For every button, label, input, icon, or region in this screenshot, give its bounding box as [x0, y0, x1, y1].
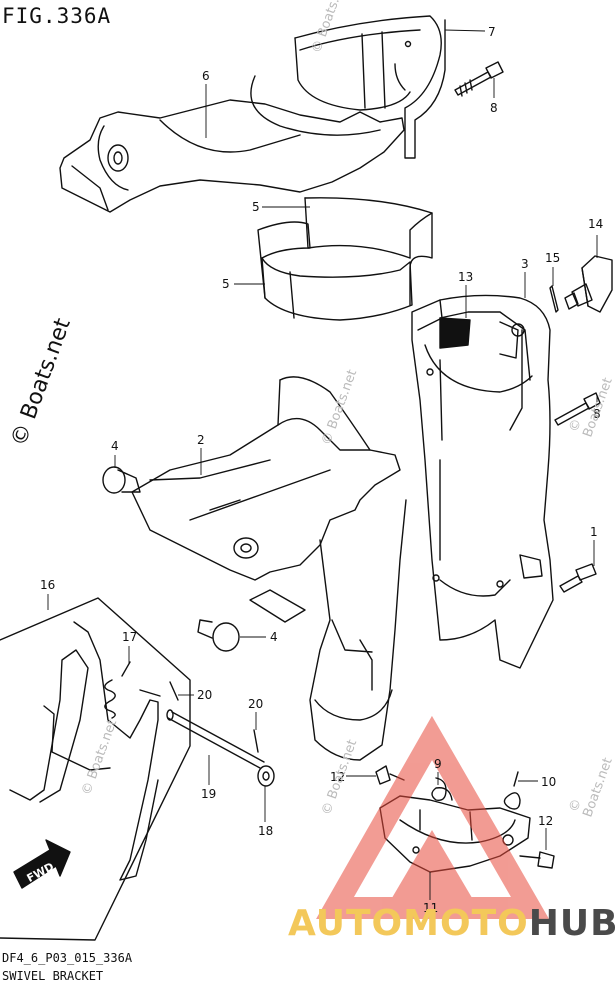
callout-20-b: 20 — [248, 697, 263, 711]
callout-10: 10 — [541, 775, 556, 789]
callout-5-lower: 5 — [222, 277, 230, 291]
bolt-part-8-right — [554, 392, 601, 426]
knob-part-14 — [564, 255, 613, 313]
callout-14: 14 — [588, 217, 603, 231]
callout-20-a: 20 — [197, 688, 212, 702]
bolt-part-1 — [559, 563, 597, 593]
callout-8-upper: 8 — [490, 101, 498, 115]
bolt-part-12-right — [519, 851, 555, 869]
callout-4-upper: 4 — [111, 439, 119, 453]
spring-part-9 — [431, 777, 453, 801]
brand-part-2: HUB — [528, 903, 615, 944]
brand-part-1: AUTOMOTO — [288, 903, 529, 944]
shaft-part-19 — [166, 709, 265, 769]
clamp-bracket-part-2 — [131, 376, 407, 761]
callout-18: 18 — [258, 824, 273, 838]
bushing-part-4-lower — [197, 619, 240, 652]
callout-2: 2 — [197, 433, 205, 447]
swivel-bracket-part-3 — [411, 294, 554, 669]
bolt-part-8-upper — [454, 61, 504, 97]
callout-12-right: 12 — [538, 814, 553, 828]
diagram-name: SWIVEL BRACKET — [2, 969, 104, 983]
spring-part-17 — [104, 661, 131, 719]
bushing-part-5-lower — [257, 221, 413, 321]
callout-5-upper: 5 — [252, 200, 260, 214]
callout-19: 19 — [201, 787, 216, 801]
callout-17: 17 — [122, 630, 137, 644]
callout-3: 3 — [521, 257, 529, 271]
bushing-part-5-upper — [304, 197, 433, 306]
figure-title: FIG.336A — [2, 4, 112, 28]
bushing-part-4-upper — [102, 466, 141, 494]
callout-13: 13 — [458, 270, 473, 284]
callout-12-left: 12 — [330, 770, 345, 784]
callout-7: 7 — [488, 25, 496, 39]
callout-9: 9 — [434, 757, 442, 771]
forward-arrow-icon — [13, 839, 71, 889]
liner-part-13 — [439, 317, 519, 359]
callout-8-right: 8 — [593, 407, 601, 421]
callout-4-lower: 4 — [270, 630, 278, 644]
pin-part-20-a — [169, 681, 179, 701]
automotohub-logo-icon — [316, 715, 550, 919]
callout-15: 15 — [545, 251, 560, 265]
pin-part-15 — [549, 285, 559, 313]
pin-part-20-b — [253, 729, 259, 753]
spring-part-10 — [503, 771, 521, 810]
tilt-lever-part-16 — [0, 597, 191, 941]
callout-1: 1 — [590, 525, 598, 539]
callout-6: 6 — [202, 69, 210, 83]
diagram-code: DF4_6_P03_015_336A — [2, 951, 133, 965]
washer-part-18 — [257, 765, 275, 787]
clamp-collar-part-7 — [294, 15, 446, 159]
brand-wordmark: AUTOMOTOHUB — [288, 903, 615, 944]
callout-16: 16 — [40, 578, 55, 592]
clamp-bracket-part-6 — [59, 75, 405, 213]
callout-11: 11 — [423, 901, 438, 915]
